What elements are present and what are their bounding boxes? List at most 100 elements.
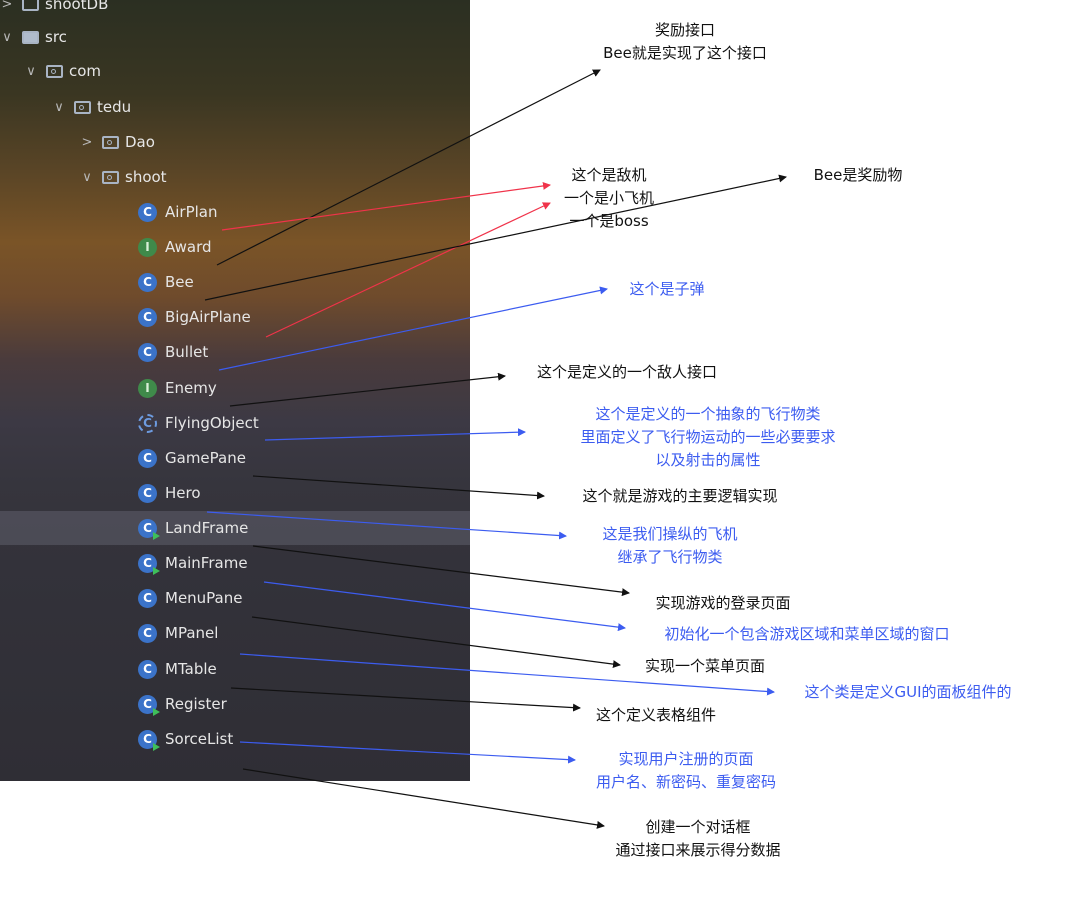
- folder-icon: [22, 0, 39, 11]
- tree-item-label: Dao: [125, 133, 155, 151]
- class-icon: C: [138, 448, 157, 468]
- runnable-class-icon: C: [138, 553, 160, 575]
- tree-item-src[interactable]: ∨ src: [0, 20, 470, 54]
- chevron-down-icon[interactable]: ∨: [54, 99, 64, 115]
- arrow-mpanel: [239, 653, 775, 696]
- tree-item-label: shootDB: [45, 0, 109, 13]
- tree-item-label: src: [45, 28, 67, 46]
- tree-item-register[interactable]: C Register: [0, 687, 470, 721]
- arrow-mainframe: [263, 581, 626, 632]
- tree-item-mpanel[interactable]: C MPanel: [0, 616, 470, 650]
- chevron-down-icon[interactable]: ∨: [26, 63, 36, 79]
- tree-item-shoot[interactable]: ∨ shoot: [0, 160, 470, 194]
- tree-item-label: GamePane: [165, 449, 246, 467]
- arrow-flyingobject: [264, 428, 526, 441]
- tree-item-label: tedu: [97, 98, 132, 116]
- tree-item-landframe[interactable]: C LandFrame: [0, 511, 470, 545]
- arrow-bee: [204, 174, 787, 301]
- class-icon: C: [138, 202, 157, 222]
- arrow-enemy: [229, 372, 506, 407]
- arrow-bigairplane: [265, 202, 551, 338]
- note-enemy-plane: 这个是敌机 一个是小飞机 一个是boss: [563, 166, 654, 230]
- runnable-class-icon: C: [138, 729, 160, 751]
- tree-item-label: BigAirPlane: [165, 308, 251, 326]
- note-mtable: 这个定义表格组件: [595, 706, 716, 724]
- arrow-gamepane: [252, 475, 545, 500]
- class-icon: C: [138, 623, 157, 643]
- chevron-right-icon[interactable]: >: [1, 0, 13, 12]
- note-register: 实现用户注册的页面 用户名、新密码、重复密码: [595, 750, 776, 791]
- chevron-down-icon[interactable]: ∨: [82, 169, 92, 185]
- package-icon: [46, 64, 63, 78]
- note-award: 奖励接口 Bee就是实现了这个接口: [603, 21, 767, 62]
- tree-item-label: AirPlan: [165, 203, 218, 221]
- tree-item-label: MTable: [165, 660, 217, 678]
- tree-item-label: Award: [165, 238, 212, 256]
- tree-item-flyingobject[interactable]: C FlyingObject: [0, 406, 470, 440]
- tree-item-bigairplane[interactable]: C BigAirPlane: [0, 300, 470, 334]
- tree-item-label: Hero: [165, 484, 201, 502]
- note-bullet: 这个是子弹: [629, 280, 705, 298]
- tree-item-label: com: [69, 62, 102, 80]
- interface-icon: I: [138, 378, 157, 398]
- tree-item-dao[interactable]: > Dao: [0, 125, 470, 159]
- arrow-menupane: [251, 616, 621, 669]
- arrow-award: [216, 69, 601, 266]
- class-icon: C: [138, 588, 157, 608]
- tree-item-airplan[interactable]: C AirPlan: [0, 195, 470, 229]
- arrow-mtable: [230, 687, 581, 712]
- tree-item-com[interactable]: ∨ com: [0, 54, 470, 88]
- tree-item-label: shoot: [125, 168, 167, 186]
- tree-item-tedu[interactable]: ∨ tedu: [0, 90, 470, 124]
- note-flyingobject: 这个是定义的一个抽象的飞行物类 里面定义了飞行物运动的一些必要要求 以及射击的属…: [580, 405, 836, 469]
- tree-item-label: Bee: [165, 273, 194, 291]
- package-icon: [74, 100, 91, 114]
- folder-icon: [22, 30, 39, 44]
- tree-item-hero[interactable]: C Hero: [0, 476, 470, 510]
- tree-item-label: MainFrame: [165, 554, 248, 572]
- note-gamepane: 这个就是游戏的主要逻辑实现: [582, 487, 778, 505]
- tree-item-label: Register: [165, 695, 227, 713]
- chevron-down-icon[interactable]: ∨: [2, 29, 12, 45]
- runnable-class-icon: C: [138, 518, 160, 540]
- tree-item-gamepane[interactable]: C GamePane: [0, 441, 470, 475]
- package-icon: [102, 170, 119, 184]
- note-sorcelist: 创建一个对话框 通过接口来展示得分数据: [615, 818, 781, 859]
- runnable-class-icon: C: [138, 694, 160, 716]
- note-hero: 这是我们操纵的飞机 继承了飞行物类: [602, 525, 738, 566]
- note-mpanel: 这个类是定义GUI的面板组件的: [804, 683, 1012, 701]
- note-landframe: 实现游戏的登录页面: [655, 594, 791, 612]
- arrow-landframe: [252, 545, 630, 597]
- class-icon: C: [138, 307, 157, 327]
- arrow-bullet: [218, 286, 608, 371]
- tree-item-label: Enemy: [165, 379, 217, 397]
- note-menupane: 实现一个菜单页面: [644, 657, 765, 675]
- tree-item-enemy[interactable]: I Enemy: [0, 371, 470, 405]
- tree-item-mainframe[interactable]: C MainFrame: [0, 546, 470, 580]
- arrow-sorcelist: [242, 768, 605, 829]
- class-icon: C: [138, 659, 157, 679]
- chevron-right-icon[interactable]: >: [81, 134, 93, 150]
- note-mainframe: 初始化一个包含游戏区域和菜单区域的窗口: [664, 625, 950, 643]
- tree-item-label: Bullet: [165, 343, 209, 361]
- note-enemy: 这个是定义的一个敌人接口: [536, 363, 717, 381]
- tree-item-label: LandFrame: [165, 519, 249, 537]
- arrow-airplan: [221, 181, 551, 231]
- arrow-hero: [206, 511, 567, 540]
- class-icon: C: [138, 483, 157, 503]
- tree-item-label: FlyingObject: [165, 414, 259, 432]
- note-bee: Bee是奖励物: [813, 166, 903, 184]
- tree-item-label: MPanel: [165, 624, 219, 642]
- tree-item-mtable[interactable]: C MTable: [0, 652, 470, 686]
- package-icon: [102, 135, 119, 149]
- arrow-register: [239, 741, 576, 764]
- tree-item-shootdb[interactable]: > shootDB: [0, 0, 470, 21]
- abstract-class-icon: C: [138, 413, 157, 433]
